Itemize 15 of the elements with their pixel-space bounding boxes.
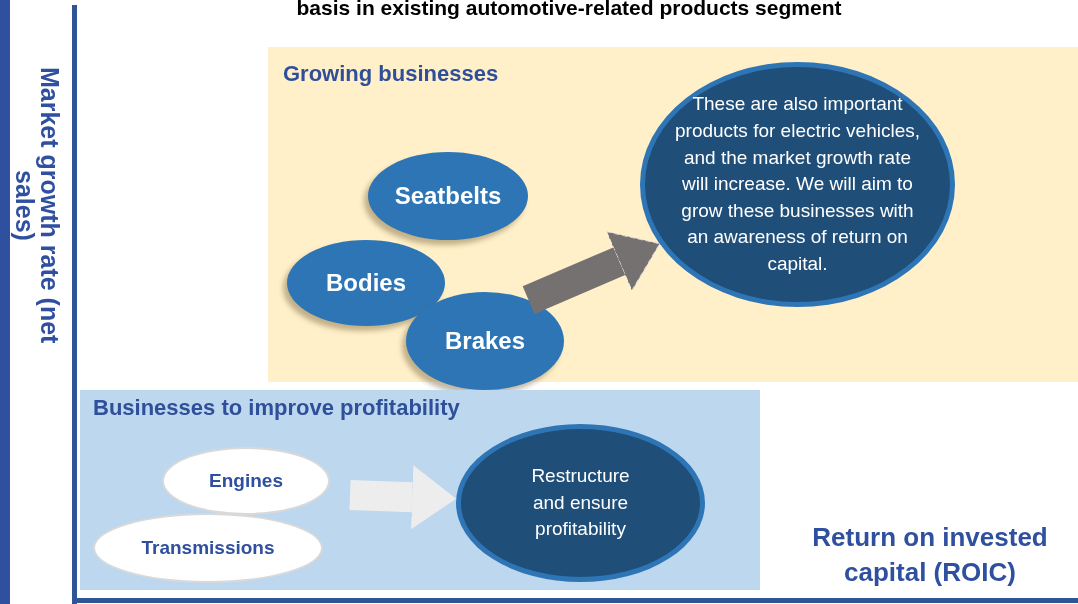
growth-quadrant-panel (268, 47, 1078, 382)
panel-heading: Businesses to improve profitability (93, 395, 460, 421)
profitability-quadrant-panel (80, 390, 760, 590)
callout-ellipse: These are also important products for electric vehicles, and the market growth rate will increase. We will aim to grow these businesses with an awareness of return on capital. (640, 62, 955, 307)
panel-heading: Growing businesses (283, 61, 499, 87)
block-arrow (349, 465, 457, 530)
axis-label: Return on invested capital (ROIC) (811, 521, 1049, 590)
product-ellipse: Transmissions (93, 513, 323, 583)
product-ellipse: Bodies (287, 240, 445, 326)
block-arrow (522, 231, 661, 314)
title: basis in existing automotive-related products segment (295, 0, 843, 20)
axis-label: Market growth rate (net sales) (12, 65, 62, 346)
callout-ellipse: Restructure and ensure profitability (456, 424, 705, 582)
product-ellipse: Seatbelts (368, 152, 528, 240)
product-ellipse: Engines (162, 447, 330, 515)
